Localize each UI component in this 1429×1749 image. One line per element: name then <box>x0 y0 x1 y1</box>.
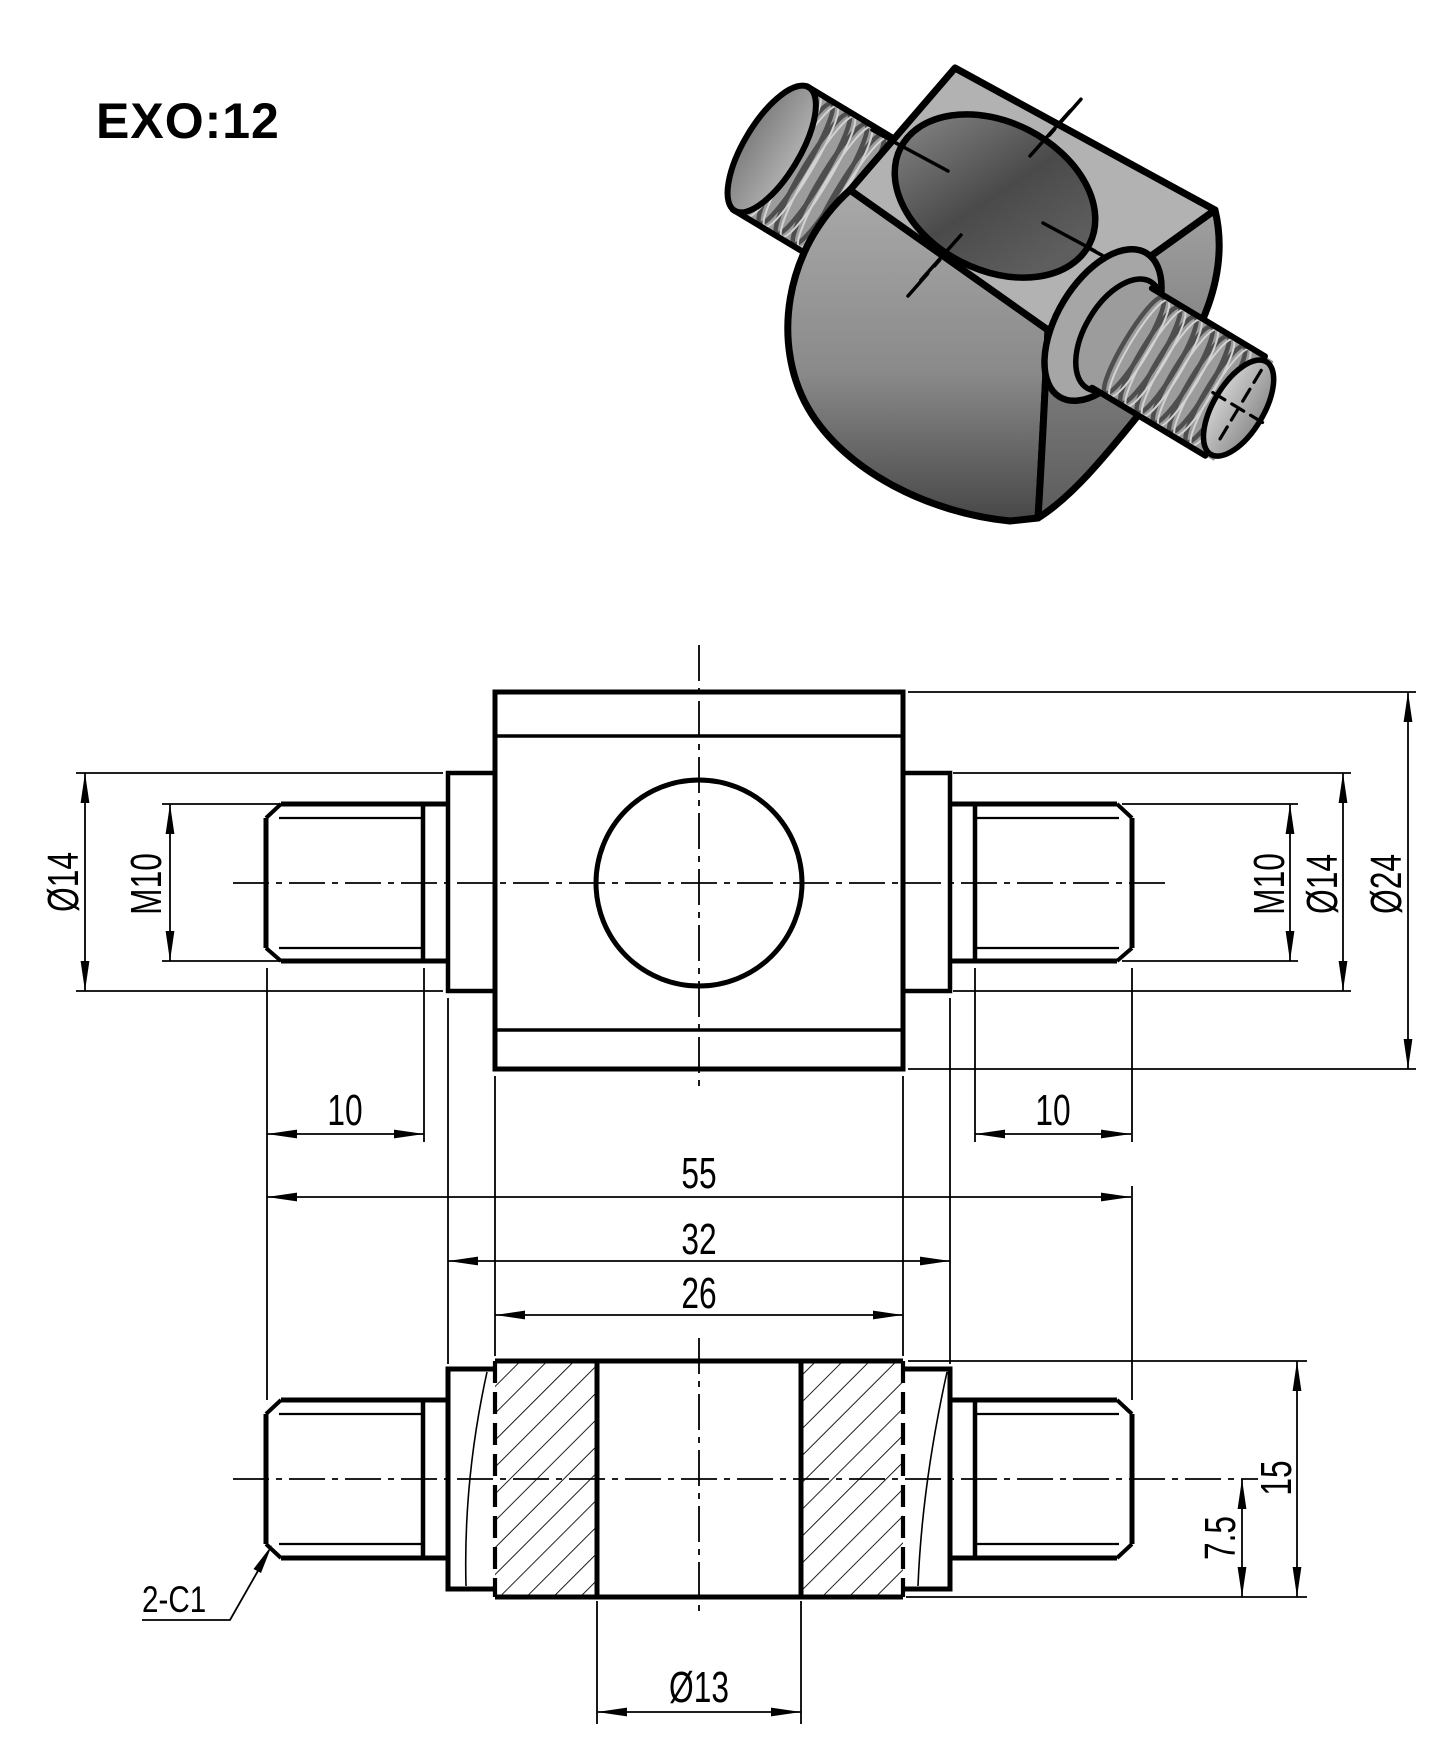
front-left-stud <box>263 801 448 964</box>
dim-label-32: 32 <box>681 1215 717 1264</box>
dim-label-dia14-left: Ø14 <box>39 852 88 912</box>
section-view <box>142 998 1307 1724</box>
front-right-stud <box>950 801 1135 964</box>
iso-right-stud <box>1089 285 1277 461</box>
front-bore-circle <box>593 777 805 989</box>
chamfer-note-label: 2-C1 <box>142 1579 207 1620</box>
dim-label-55: 55 <box>681 1149 717 1198</box>
dim-label-15: 15 <box>1252 1460 1301 1496</box>
isometric-view <box>724 64 1277 525</box>
section-left-stud <box>263 1397 448 1561</box>
dim-label-26: 26 <box>681 1269 717 1318</box>
drawing-title: EXO:12 <box>96 93 280 149</box>
section-right-stud <box>950 1397 1135 1561</box>
iso-bore <box>870 96 1120 298</box>
section-right-collar <box>903 1366 953 1592</box>
section-dimensions <box>142 998 1307 1724</box>
section-left-collar <box>445 1366 495 1592</box>
section-runout-left <box>464 1371 488 1587</box>
dim-label-m10-right: M10 <box>1245 853 1294 915</box>
front-view <box>76 645 1416 1400</box>
dim-label-dia13: Ø13 <box>669 1663 729 1712</box>
chamfer-leader-arrow <box>253 1545 272 1573</box>
dim-label-dia14-right: Ø14 <box>1298 854 1347 914</box>
dim-label-m10-left: M10 <box>122 853 171 915</box>
section-runout-right <box>917 1371 948 1587</box>
dim-label-dia24: Ø24 <box>1362 854 1411 914</box>
chamfer-leader-line <box>142 1568 260 1621</box>
dim-label-10-right: 10 <box>1035 1086 1071 1135</box>
dim-label-7-5: 7.5 <box>1196 1515 1245 1561</box>
front-left-collar <box>445 770 498 994</box>
front-right-collar <box>900 770 953 994</box>
dim-label-10-left: 10 <box>327 1086 363 1135</box>
front-dimensions <box>76 691 1416 1400</box>
